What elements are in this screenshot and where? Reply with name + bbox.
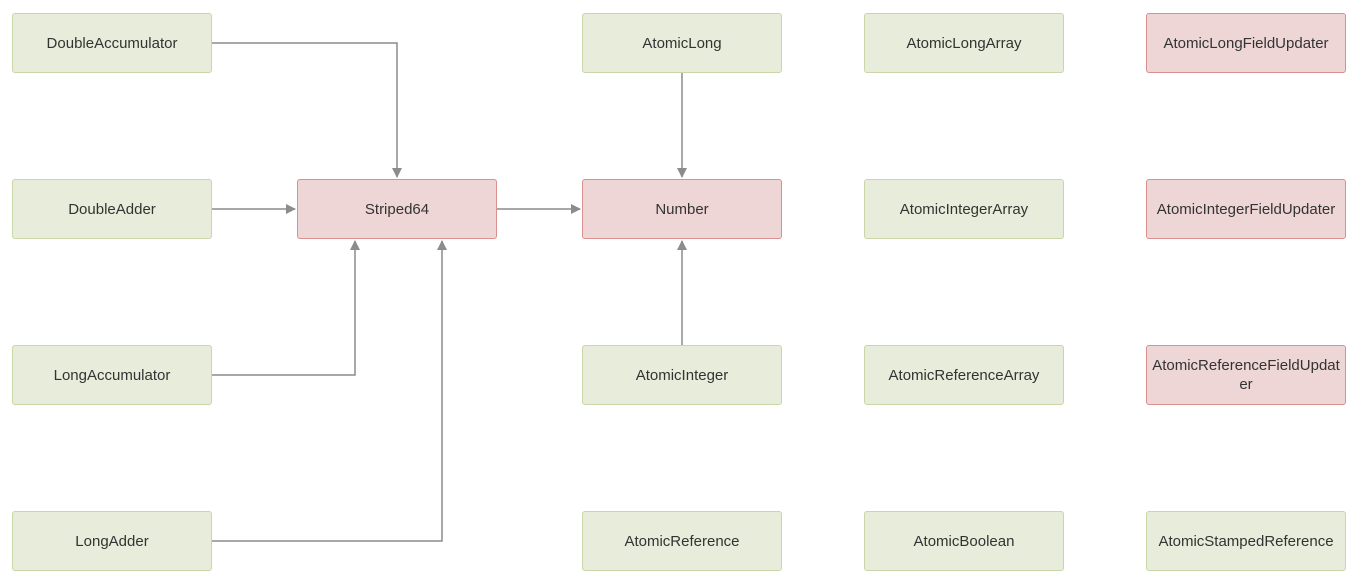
node-atomic-reference-array[interactable]: AtomicReferenceArray	[864, 345, 1064, 405]
node-label: Number	[655, 200, 709, 218]
node-label: AtomicLong	[642, 34, 722, 52]
node-atomic-long-field-updater[interactable]: AtomicLongFieldUpdater	[1146, 13, 1346, 73]
node-label: LongAccumulator	[53, 366, 171, 384]
node-double-adder[interactable]: DoubleAdder	[12, 179, 212, 239]
node-label: LongAdder	[75, 532, 149, 550]
node-label: AtomicInteger	[635, 366, 729, 384]
node-atomic-reference[interactable]: AtomicReference	[582, 511, 782, 571]
node-atomic-integer[interactable]: AtomicInteger	[582, 345, 782, 405]
node-atomic-stamped-reference[interactable]: AtomicStampedReference	[1146, 511, 1346, 571]
node-label: AtomicBoolean	[913, 532, 1015, 550]
node-label: AtomicIntegerArray	[899, 200, 1029, 218]
node-label: AtomicStampedReference	[1158, 532, 1334, 550]
node-label: AtomicIntegerFieldUpdater	[1156, 200, 1336, 218]
edge-double-accumulator-to-striped64	[212, 42, 402, 178]
node-label: AtomicLongFieldUpdater	[1163, 34, 1329, 52]
node-atomic-boolean[interactable]: AtomicBoolean	[864, 511, 1064, 571]
node-label: AtomicReferenceArray	[888, 366, 1040, 384]
node-atomic-integer-field-updater[interactable]: AtomicIntegerFieldUpdater	[1146, 179, 1346, 239]
node-label: AtomicReference	[624, 532, 740, 550]
node-long-accumulator[interactable]: LongAccumulator	[12, 345, 212, 405]
edge-long-accumulator-to-striped64	[212, 240, 360, 376]
node-label: DoubleAccumulator	[46, 34, 178, 52]
node-atomic-long[interactable]: AtomicLong	[582, 13, 782, 73]
node-label: Striped64	[364, 200, 430, 218]
edge-long-adder-to-striped64	[212, 240, 447, 542]
node-atomic-reference-field-updater[interactable]: AtomicReferenceFieldUpdater	[1146, 345, 1346, 405]
node-number[interactable]: Number	[582, 179, 782, 239]
node-label: DoubleAdder	[68, 200, 156, 218]
node-striped64[interactable]: Striped64	[297, 179, 497, 239]
node-label: AtomicReferenceFieldUpdater	[1152, 357, 1340, 393]
node-double-accumulator[interactable]: DoubleAccumulator	[12, 13, 212, 73]
node-long-adder[interactable]: LongAdder	[12, 511, 212, 571]
node-label: AtomicLongArray	[906, 34, 1022, 52]
node-atomic-long-array[interactable]: AtomicLongArray	[864, 13, 1064, 73]
node-atomic-integer-array[interactable]: AtomicIntegerArray	[864, 179, 1064, 239]
